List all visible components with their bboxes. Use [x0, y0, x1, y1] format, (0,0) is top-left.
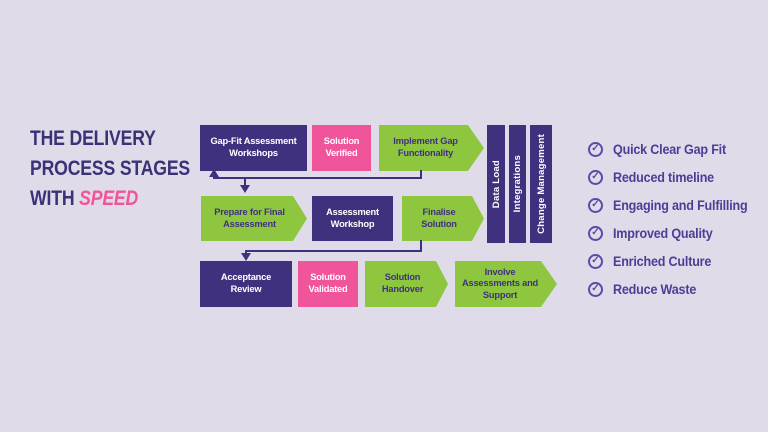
stage-solution-handover: Solution Handover	[365, 261, 448, 307]
stage-assessment-workshop: Assessment Workshop	[312, 196, 393, 241]
checklist-item-label: Quick Clear Gap Fit	[613, 141, 726, 157]
checklist-item-label: Engaging and Fulfilling	[613, 197, 748, 213]
connector-line	[245, 250, 247, 254]
stage-acceptance-review: Acceptance Review	[200, 261, 292, 307]
benefits-checklist: ✓ Quick Clear Gap Fit ✓ Reduced timeline…	[588, 140, 758, 298]
pillar-change-management: Change Management	[530, 125, 552, 243]
stage-prepare-for-final-assessment: Prepare for Final Assessment	[201, 196, 307, 241]
title-line-3-prefix: WITH	[30, 187, 80, 210]
connector-line	[244, 177, 246, 186]
checklist-item-label: Reduce Waste	[613, 281, 697, 297]
check-circle-icon: ✓	[588, 169, 603, 185]
stage-solution-validated: Solution Validated	[298, 261, 358, 307]
checklist-item: ✓ Reduced timeline	[588, 168, 758, 186]
checklist-item: ✓ Engaging and Fulfilling	[588, 196, 758, 214]
pillar-integrations: Integrations	[509, 125, 526, 243]
stage-label: Gap-Fit Assessment Workshops	[210, 136, 297, 158]
stage-label: Solution Verified	[323, 136, 360, 158]
arrow-up-icon	[209, 169, 219, 177]
checklist-item-label: Improved Quality	[613, 225, 713, 241]
pillar-label: Integrations	[512, 155, 523, 213]
stage-label: Solution Handover	[381, 272, 424, 294]
stage-implement-gap-functionality: Implement Gap Functionality	[379, 125, 484, 171]
pillar-label: Change Management	[535, 134, 547, 234]
stage-finalise-solution: Finalise Solution	[402, 196, 484, 241]
stage-label: Involve Assessments and Support	[461, 266, 539, 300]
connector-line	[420, 240, 422, 252]
title-line-3: WITH SPEED	[30, 184, 190, 214]
connector-line	[420, 170, 422, 179]
pillar-data-load: Data Load	[487, 125, 505, 243]
stage-label: Solution Validated	[308, 272, 348, 294]
check-circle-icon: ✓	[588, 141, 603, 157]
check-circle-icon: ✓	[588, 253, 603, 269]
connector-line	[213, 177, 422, 179]
checklist-item-label: Enriched Culture	[613, 253, 712, 269]
stage-gap-fit-assessment-workshops: Gap-Fit Assessment Workshops	[200, 125, 307, 171]
arrow-down-icon	[241, 253, 251, 261]
checklist-item: ✓ Improved Quality	[588, 224, 758, 242]
pillar-label: Data Load	[490, 159, 502, 209]
title-speed-accent: SPEED	[79, 187, 139, 210]
stage-label: Acceptance Review	[220, 272, 272, 294]
connector-line	[245, 250, 422, 252]
check-circle-icon: ✓	[588, 197, 603, 213]
stage-solution-verified: Solution Verified	[312, 125, 371, 171]
title-line-1: THE DELIVERY	[30, 127, 156, 150]
page-title: THE DELIVERY PROCESS STAGES WITH SPEED	[30, 124, 221, 214]
checklist-item: ✓ Quick Clear Gap Fit	[588, 140, 758, 158]
stage-label: Implement Gap Functionality	[393, 136, 458, 158]
checklist-item-label: Reduced timeline	[613, 169, 714, 185]
stage-involve-assessments-and-support: Involve Assessments and Support	[455, 261, 557, 307]
check-circle-icon: ✓	[588, 225, 603, 241]
stage-label: Finalise Solution	[421, 206, 457, 229]
check-circle-icon: ✓	[588, 281, 603, 297]
stage-label: Assessment Workshop	[326, 206, 379, 229]
checklist-item: ✓ Enriched Culture	[588, 252, 758, 270]
arrow-down-icon	[240, 185, 250, 193]
checklist-item: ✓ Reduce Waste	[588, 280, 758, 298]
title-line-2: PROCESS STAGES	[30, 157, 191, 180]
stage-label: Prepare for Final Assessment	[214, 206, 285, 229]
